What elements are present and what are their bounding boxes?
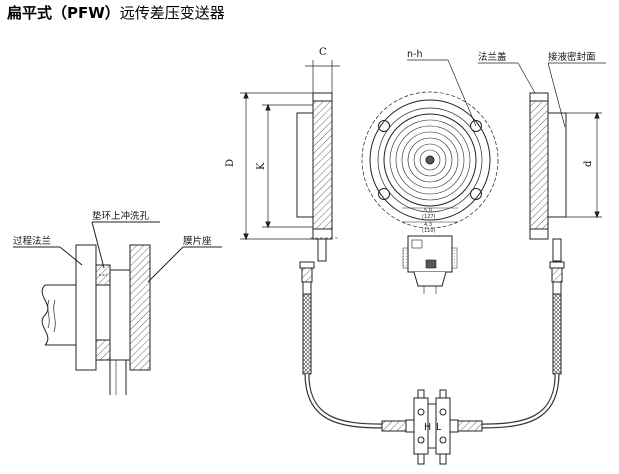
capillary-left bbox=[302, 293, 312, 375]
label-L: L bbox=[436, 422, 442, 433]
dim-D: D bbox=[225, 159, 236, 167]
mounting-detail bbox=[13, 221, 222, 395]
small-dim-2b: (110) bbox=[422, 228, 435, 234]
small-dim-2: 4.3 bbox=[424, 222, 432, 228]
capillary-right-curve bbox=[481, 373, 560, 429]
small-dim-1: 5.0 bbox=[424, 208, 432, 214]
dim-d: d bbox=[583, 160, 594, 167]
right-remote-seal bbox=[478, 62, 606, 262]
label-flange-cover: 法兰盖 bbox=[478, 51, 507, 63]
capillary-assembly bbox=[299, 261, 565, 432]
dim-c: C bbox=[319, 47, 327, 58]
capillary-left-curve bbox=[304, 373, 383, 429]
capillary-right bbox=[552, 293, 562, 375]
label-gasket-flush-hole: 垫环上冲洗孔 bbox=[92, 210, 150, 222]
label-H: H bbox=[424, 422, 431, 433]
title-bold: 扁平式（PFW） bbox=[7, 4, 120, 22]
small-dim-1b: (127) bbox=[422, 214, 435, 220]
flange-front-view bbox=[361, 59, 499, 294]
bolt-hole bbox=[470, 188, 482, 200]
label-n-h: n-h bbox=[407, 49, 422, 60]
left-remote-seal bbox=[240, 60, 340, 262]
label-liquid-seal-face: 接液密封面 bbox=[548, 51, 596, 63]
process-flange bbox=[75, 244, 97, 371]
dp-transmitter bbox=[405, 389, 459, 465]
gasket-ring-bottom bbox=[95, 339, 111, 361]
label-process-flange: 过程法兰 bbox=[13, 235, 51, 247]
diaphragm-seat-body bbox=[109, 269, 131, 361]
label-diaphragm-seat: 膜片座 bbox=[183, 235, 212, 247]
bolt-hole bbox=[378, 188, 390, 200]
bolt-hole bbox=[470, 120, 482, 132]
page-title: 扁平式（PFW）远传差压变送器 bbox=[7, 2, 225, 23]
dim-K: K bbox=[256, 162, 267, 170]
title-rest: 远传差压变送器 bbox=[119, 4, 225, 22]
diaphragm-seat bbox=[129, 244, 151, 371]
bolt-hole bbox=[378, 120, 390, 132]
